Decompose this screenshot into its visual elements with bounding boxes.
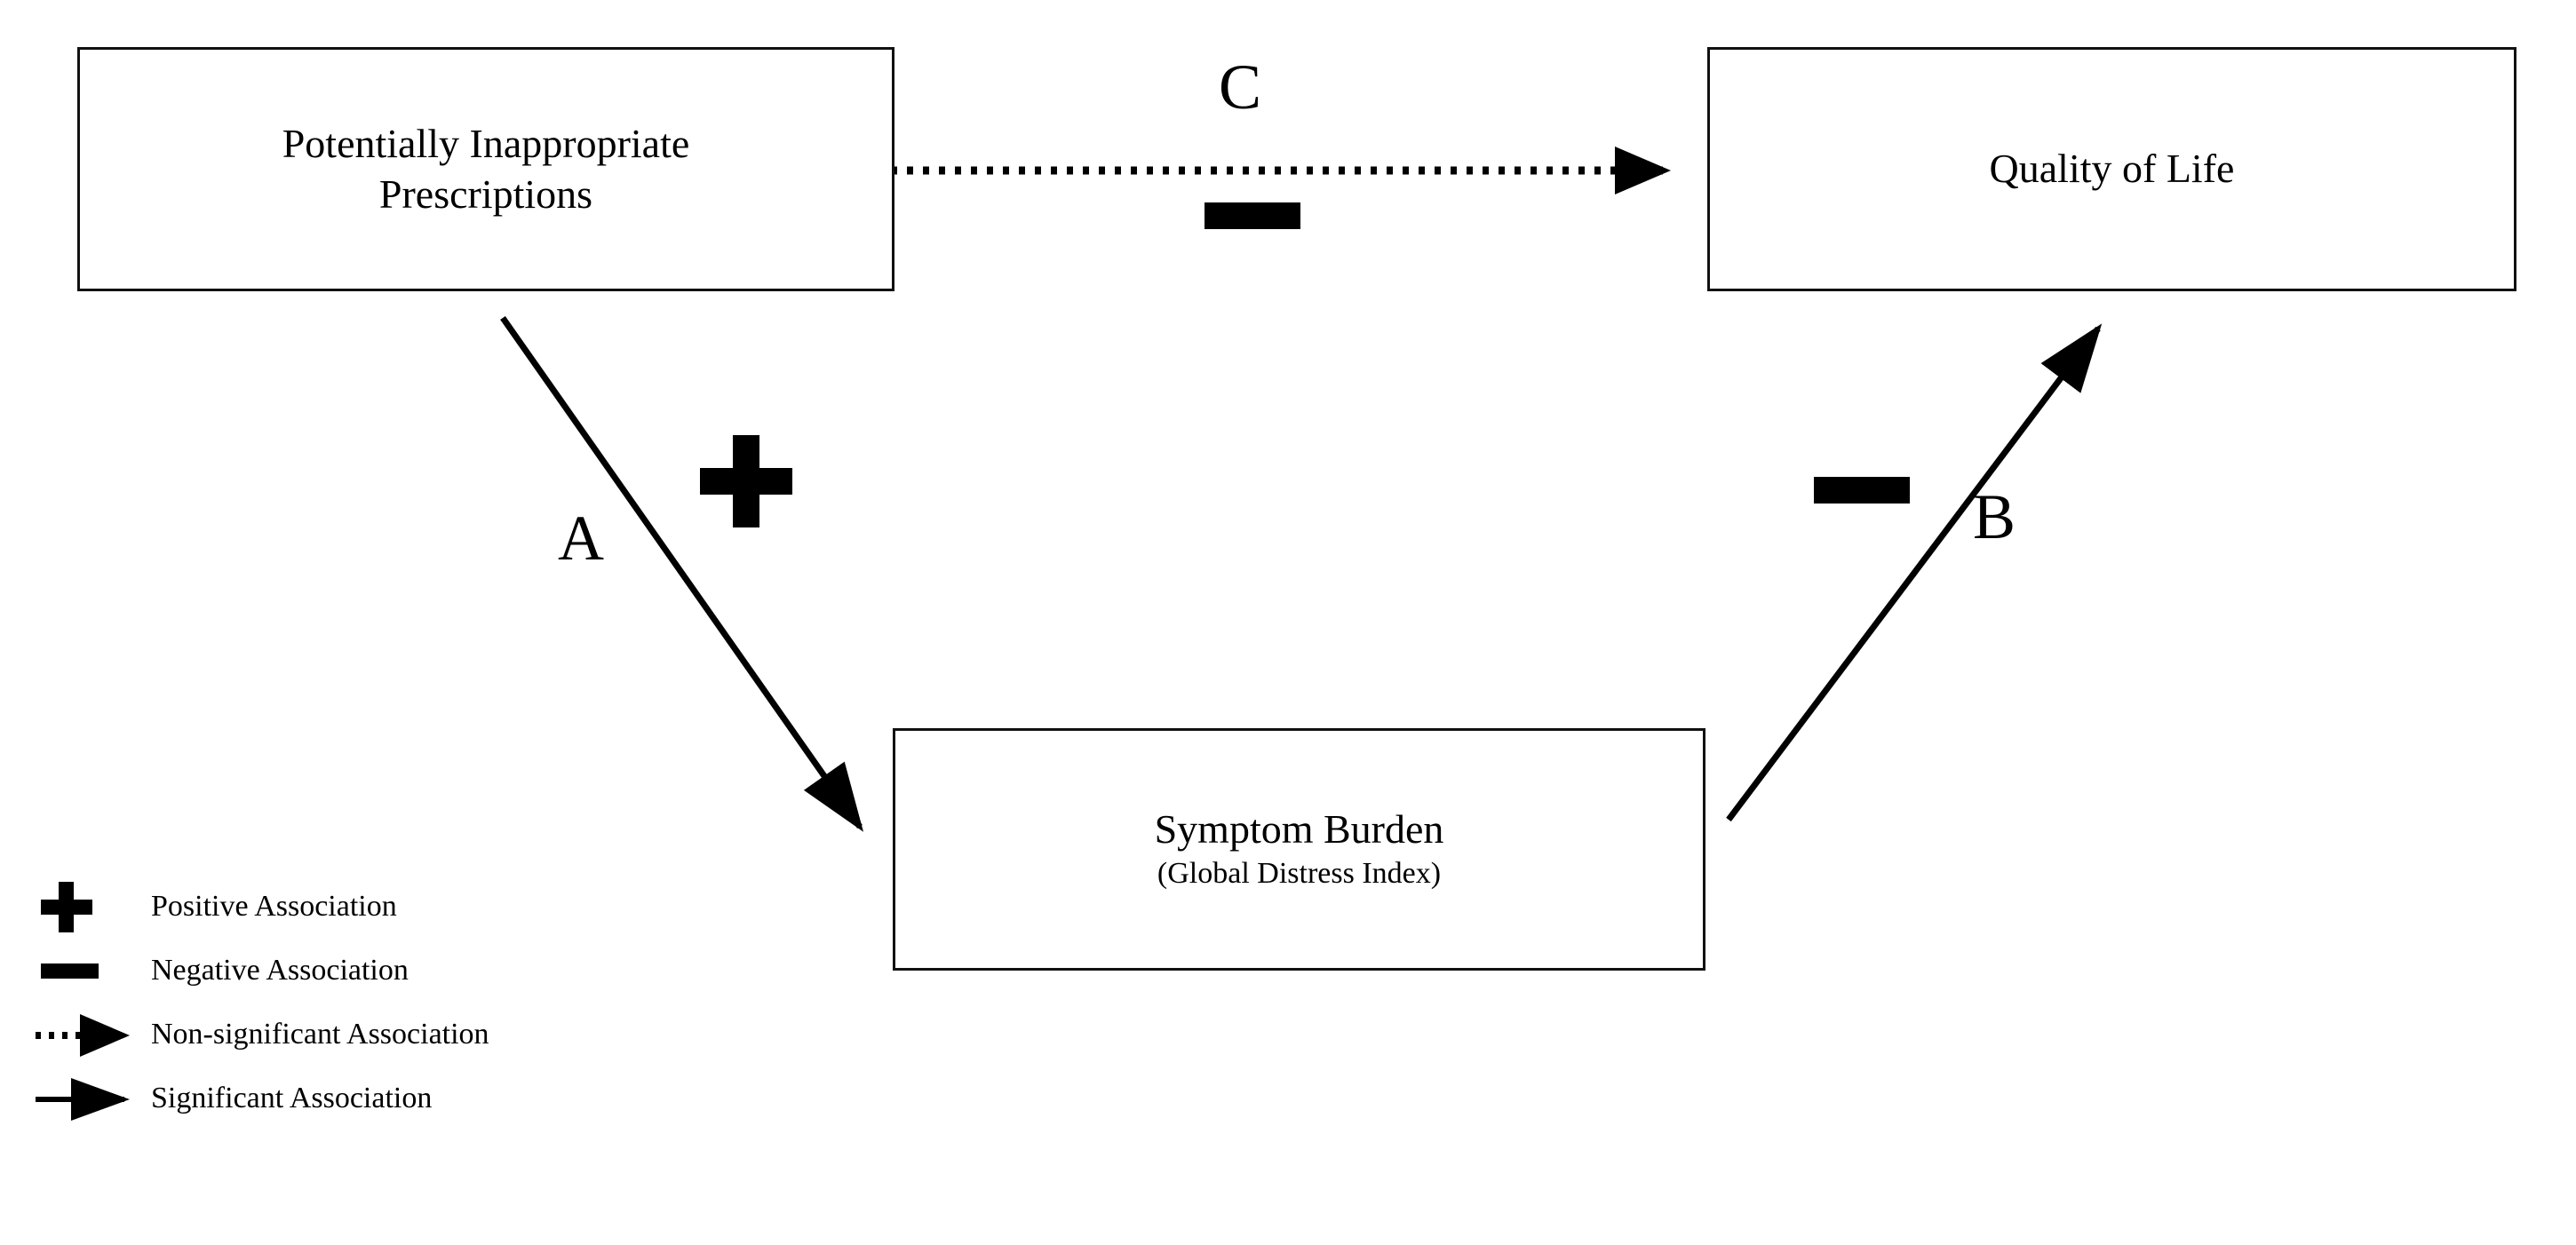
solid-arrow-icon bbox=[36, 1072, 151, 1125]
node-mediator-line2: (Global Distress Index) bbox=[1157, 857, 1442, 891]
node-mediator-line1: Symptom Burden bbox=[1154, 806, 1444, 852]
dotted-arrow-icon bbox=[36, 1008, 151, 1061]
legend-item-negative-association: Negative Association bbox=[36, 939, 711, 1003]
plus-vertical-bar bbox=[59, 882, 74, 932]
legend: Positive Association Negative Associatio… bbox=[36, 875, 711, 1130]
path-label-b: B bbox=[1973, 481, 2016, 552]
path-label-c: C bbox=[1219, 52, 1262, 123]
legend-item-positive-association: Positive Association bbox=[36, 875, 711, 939]
path-b-solid-arrow bbox=[1726, 323, 2103, 822]
plus-sign-glyph bbox=[36, 880, 151, 933]
minus-bar bbox=[41, 963, 99, 979]
legend-item-non-significant-association: Non-significant Association bbox=[36, 1003, 711, 1067]
path-label-a: A bbox=[558, 503, 604, 574]
solid-arrow-svg bbox=[36, 1078, 130, 1121]
node-outcome-line1: Quality of Life bbox=[1989, 146, 2235, 192]
legend-label-positive-association: Positive Association bbox=[151, 890, 397, 923]
node-exposure-line1: Potentially Inappropriate bbox=[282, 121, 690, 167]
path-c-minus-sign-glyph bbox=[1205, 202, 1300, 229]
minus-sign-glyph bbox=[36, 944, 151, 997]
legend-item-significant-association: Significant Association bbox=[36, 1067, 711, 1130]
legend-label-significant-association: Significant Association bbox=[151, 1082, 433, 1114]
legend-label-negative-association: Negative Association bbox=[151, 954, 409, 987]
node-quality-of-life: Quality of Life bbox=[1707, 47, 2516, 291]
node-symptom-burden: Symptom Burden (Global Distress Index) bbox=[893, 728, 1705, 971]
node-exposure-line2: Prescriptions bbox=[378, 170, 593, 217]
path-b-minus-sign-glyph bbox=[1814, 477, 1910, 504]
path-a-solid-arrow bbox=[500, 315, 864, 832]
plus-vertical-bar bbox=[733, 435, 759, 527]
path-a-plus-sign-glyph bbox=[700, 435, 792, 527]
legend-label-non-significant-association: Non-significant Association bbox=[151, 1018, 489, 1051]
dotted-arrow-svg bbox=[36, 1014, 130, 1057]
node-potentially-inappropriate-prescriptions: Potentially Inappropriate Prescriptions bbox=[77, 47, 894, 291]
